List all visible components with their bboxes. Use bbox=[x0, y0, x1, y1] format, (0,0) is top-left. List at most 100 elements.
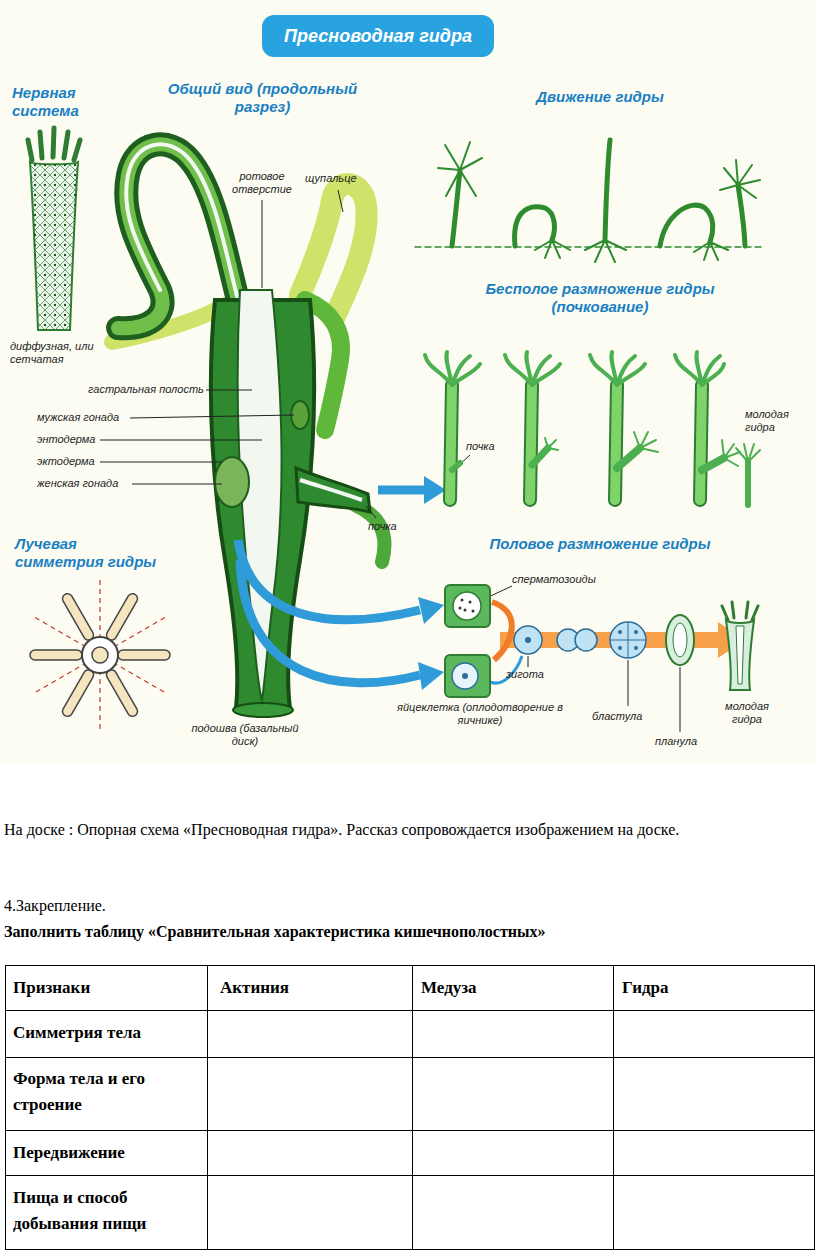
leader-lines-part bbox=[628, 660, 629, 706]
leader-lines-part bbox=[680, 667, 681, 732]
part-label: диффузная, или сетчатая bbox=[10, 340, 122, 366]
movement-figures-part bbox=[438, 142, 482, 196]
hydra-tentacles-part bbox=[355, 505, 384, 562]
blue-arrows-part bbox=[418, 662, 444, 690]
sexual-reproduction-figures-part bbox=[459, 599, 475, 613]
task-text: Заполнить таблицу «Сравнительная характе… bbox=[4, 922, 812, 942]
budding-figures-part-part bbox=[530, 385, 532, 500]
body-text: На доске : Опорная схема «Пресноводная г… bbox=[4, 816, 812, 844]
part-label: щупальце bbox=[305, 172, 375, 185]
part-label: яйцеклетка (оплодотворение в яичнике) bbox=[395, 701, 565, 727]
part-label: сперматозоиды bbox=[512, 573, 622, 586]
part-label: почка bbox=[466, 440, 511, 453]
budding-figures-part-part bbox=[452, 463, 460, 470]
blue-arrows-part bbox=[378, 486, 425, 495]
leader-lines-part bbox=[262, 200, 263, 288]
sexual-reproduction-figures-part-part bbox=[459, 607, 462, 610]
part-label: гастральная полость bbox=[88, 383, 206, 396]
part-label: планула bbox=[655, 735, 725, 748]
part-label: ротовое отверстие bbox=[230, 170, 294, 196]
sexual-reproduction-figures-part-part bbox=[634, 630, 638, 634]
movement-figures-part bbox=[720, 160, 760, 198]
movement-figures-part bbox=[585, 240, 626, 262]
section-heading: Лучевая симметрия гидры bbox=[15, 535, 165, 571]
leader-lines-part bbox=[206, 390, 252, 391]
movement-figures-part bbox=[605, 140, 610, 240]
sexual-reproduction-figures-part bbox=[726, 620, 754, 690]
title-banner: Пресноводная гидра bbox=[262, 15, 494, 57]
budding-figures-part-part bbox=[615, 385, 617, 500]
budding-figures-part-part bbox=[615, 385, 617, 500]
nerve-system-figure-part bbox=[30, 162, 78, 330]
sexual-reproduction-figures-part bbox=[575, 629, 597, 651]
budding-figures-part-part bbox=[702, 458, 724, 470]
table-cell: Пища и способ добывания пищи bbox=[13, 1185, 201, 1237]
budding-figures-part-part bbox=[450, 385, 452, 500]
table-cell: Гидра bbox=[622, 975, 808, 1001]
table-grid-part bbox=[5, 1011, 815, 1176]
leader-lines-part bbox=[100, 462, 222, 463]
blue-arrows-part bbox=[238, 540, 420, 620]
section-heading: Нервная система bbox=[12, 84, 117, 120]
budding-figures bbox=[425, 352, 760, 505]
radial-symmetry-icon-part-part bbox=[61, 592, 96, 642]
leader-lines-part bbox=[100, 440, 262, 441]
sexual-reproduction-figures-part bbox=[610, 622, 646, 658]
part-label: бластула bbox=[592, 710, 662, 723]
table-grid-part bbox=[208, 965, 614, 1250]
table-grid-part bbox=[6, 966, 815, 1250]
movement-figures-part bbox=[535, 240, 570, 258]
budding-figures-part-part bbox=[722, 440, 740, 466]
movement-figures-part bbox=[660, 205, 713, 246]
part-label: молодая гидра bbox=[745, 408, 811, 434]
sexual-reproduction-figures-part bbox=[445, 655, 490, 697]
radial-symmetry-icon-part-part bbox=[105, 592, 140, 642]
sexual-reproduction-figures-part-part bbox=[472, 610, 475, 613]
hydra-body-part bbox=[233, 703, 293, 717]
radial-symmetry-icon bbox=[30, 580, 170, 730]
blue-arrows bbox=[238, 476, 446, 690]
table-cell: Форма тела и его строение bbox=[13, 1066, 201, 1118]
radial-symmetry-icon-part-part bbox=[30, 650, 82, 660]
movement-figures-part bbox=[694, 242, 728, 260]
sexual-reproduction-figures-part bbox=[673, 623, 687, 657]
budding-figures-part-part bbox=[450, 385, 452, 500]
sexual-reproduction-figures-part-part bbox=[618, 630, 622, 634]
sexual-reproduction-figures-part bbox=[736, 626, 744, 684]
budding-figures-part-part bbox=[505, 352, 560, 385]
section-heading: Половое размножение гидры bbox=[440, 535, 760, 553]
budding-figures-part-part bbox=[530, 385, 532, 500]
part-label: энтодерма bbox=[37, 433, 99, 446]
budding-figures-part-part bbox=[617, 448, 640, 468]
leader-lines-part bbox=[132, 484, 222, 485]
leader-lines bbox=[100, 190, 680, 732]
radial-symmetry-icon-part bbox=[82, 637, 118, 673]
table-grid bbox=[5, 965, 815, 1250]
nerve-system-figure bbox=[28, 128, 80, 330]
radial-symmetry-icon-part-part bbox=[105, 668, 140, 718]
movement-figures bbox=[415, 140, 765, 262]
budding-figures-part-part bbox=[545, 438, 558, 450]
budding-figures-part-part bbox=[700, 385, 702, 500]
hydra-body-part bbox=[300, 480, 362, 500]
leader-lines-part bbox=[130, 415, 294, 418]
budding-figures-part bbox=[425, 352, 760, 505]
radial-symmetry-icon-part bbox=[30, 592, 170, 718]
sexual-reproduction-figures-part bbox=[514, 626, 542, 654]
budding-figures-part-part bbox=[745, 462, 751, 505]
budding-figures-part-part bbox=[532, 448, 548, 465]
sexual-reproduction-figures-part bbox=[722, 602, 758, 620]
part-label: эктодерма bbox=[37, 455, 99, 468]
table-cell: Медуза bbox=[421, 975, 607, 1001]
part-label: зигота bbox=[506, 668, 556, 681]
leader-lines-part bbox=[366, 506, 376, 518]
hydra-tentacles-part bbox=[126, 144, 238, 300]
body-text: 4.Закрепление. bbox=[4, 892, 812, 920]
sexual-reproduction-figures-part bbox=[453, 592, 481, 620]
sexual-reproduction-figures-part-part bbox=[469, 601, 472, 604]
hydra-body-part bbox=[296, 468, 370, 512]
budding-figures-part-part bbox=[590, 352, 645, 385]
sexual-reproduction-figures-part-part bbox=[461, 599, 464, 602]
